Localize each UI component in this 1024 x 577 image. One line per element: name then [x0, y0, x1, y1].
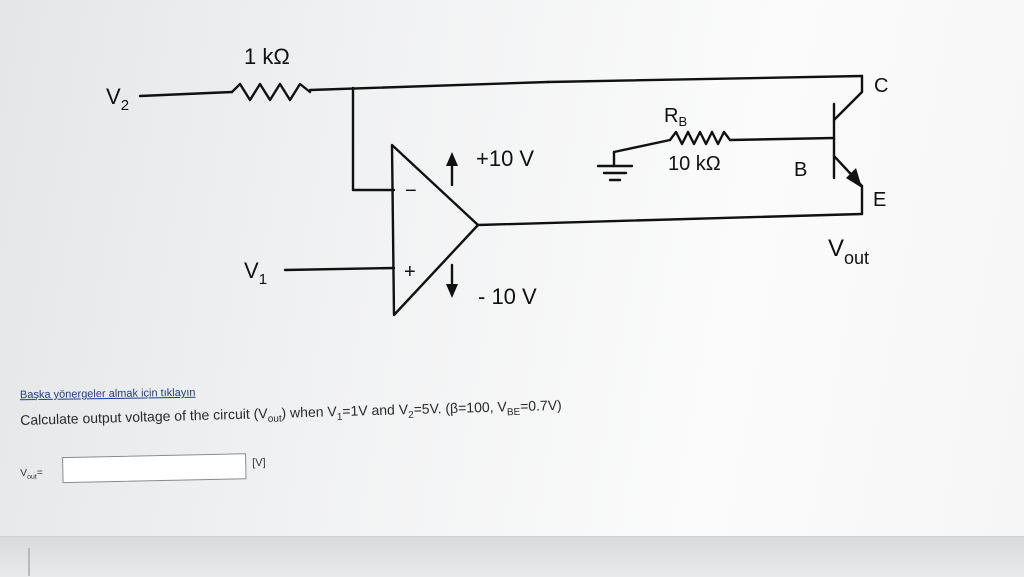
rb-label: RB — [664, 105, 687, 129]
r1-resistor — [230, 82, 312, 102]
node-c-label: C — [874, 75, 888, 97]
opamp-minus-label: − — [405, 180, 417, 202]
feedback-top-wire — [308, 80, 550, 92]
opamp-output-wire — [476, 212, 864, 227]
unit-label: [V] — [252, 456, 266, 470]
v1-label: V1 — [244, 258, 267, 288]
bottom-panel — [0, 536, 1024, 577]
rb-left-wire — [612, 138, 672, 154]
node-b-label: B — [794, 159, 807, 181]
v2-label: V2 — [106, 84, 129, 114]
vout-answer-input[interactable] — [62, 453, 247, 484]
rb-value-label: 10 kΩ — [668, 153, 721, 175]
opamp-plus-label: + — [404, 261, 416, 283]
opamp-triangle — [390, 143, 480, 317]
r1-label: 1 kΩ — [244, 44, 290, 69]
circuit-diagram: 1 kΩ V2 V1 +10 V - 10 V − + RB 10 kΩ C B… — [106, 44, 888, 317]
node-e-label: E — [873, 189, 886, 211]
bjt-collector — [832, 90, 864, 122]
supply-pos-label: +10 V — [476, 146, 534, 171]
v2-wire — [138, 90, 234, 98]
bjt-emitter-arrow — [846, 168, 862, 188]
supply-neg-arrow — [446, 284, 458, 298]
rb-right-wire — [728, 136, 836, 142]
v1-wire — [283, 266, 396, 272]
vout-label: Vout — [828, 235, 869, 268]
supply-pos-arrow — [446, 152, 458, 166]
vout-answer-label: Vout= — [20, 467, 43, 481]
instructions-link[interactable]: Başka yönergeler almak için tıklayın — [19, 386, 196, 402]
question-text: Calculate output voltage of the circuit … — [20, 396, 562, 428]
collector-wire — [546, 74, 864, 84]
supply-neg-label: - 10 V — [478, 284, 537, 309]
bottom-panel-divider — [28, 548, 30, 576]
rb-resistor — [668, 130, 732, 146]
